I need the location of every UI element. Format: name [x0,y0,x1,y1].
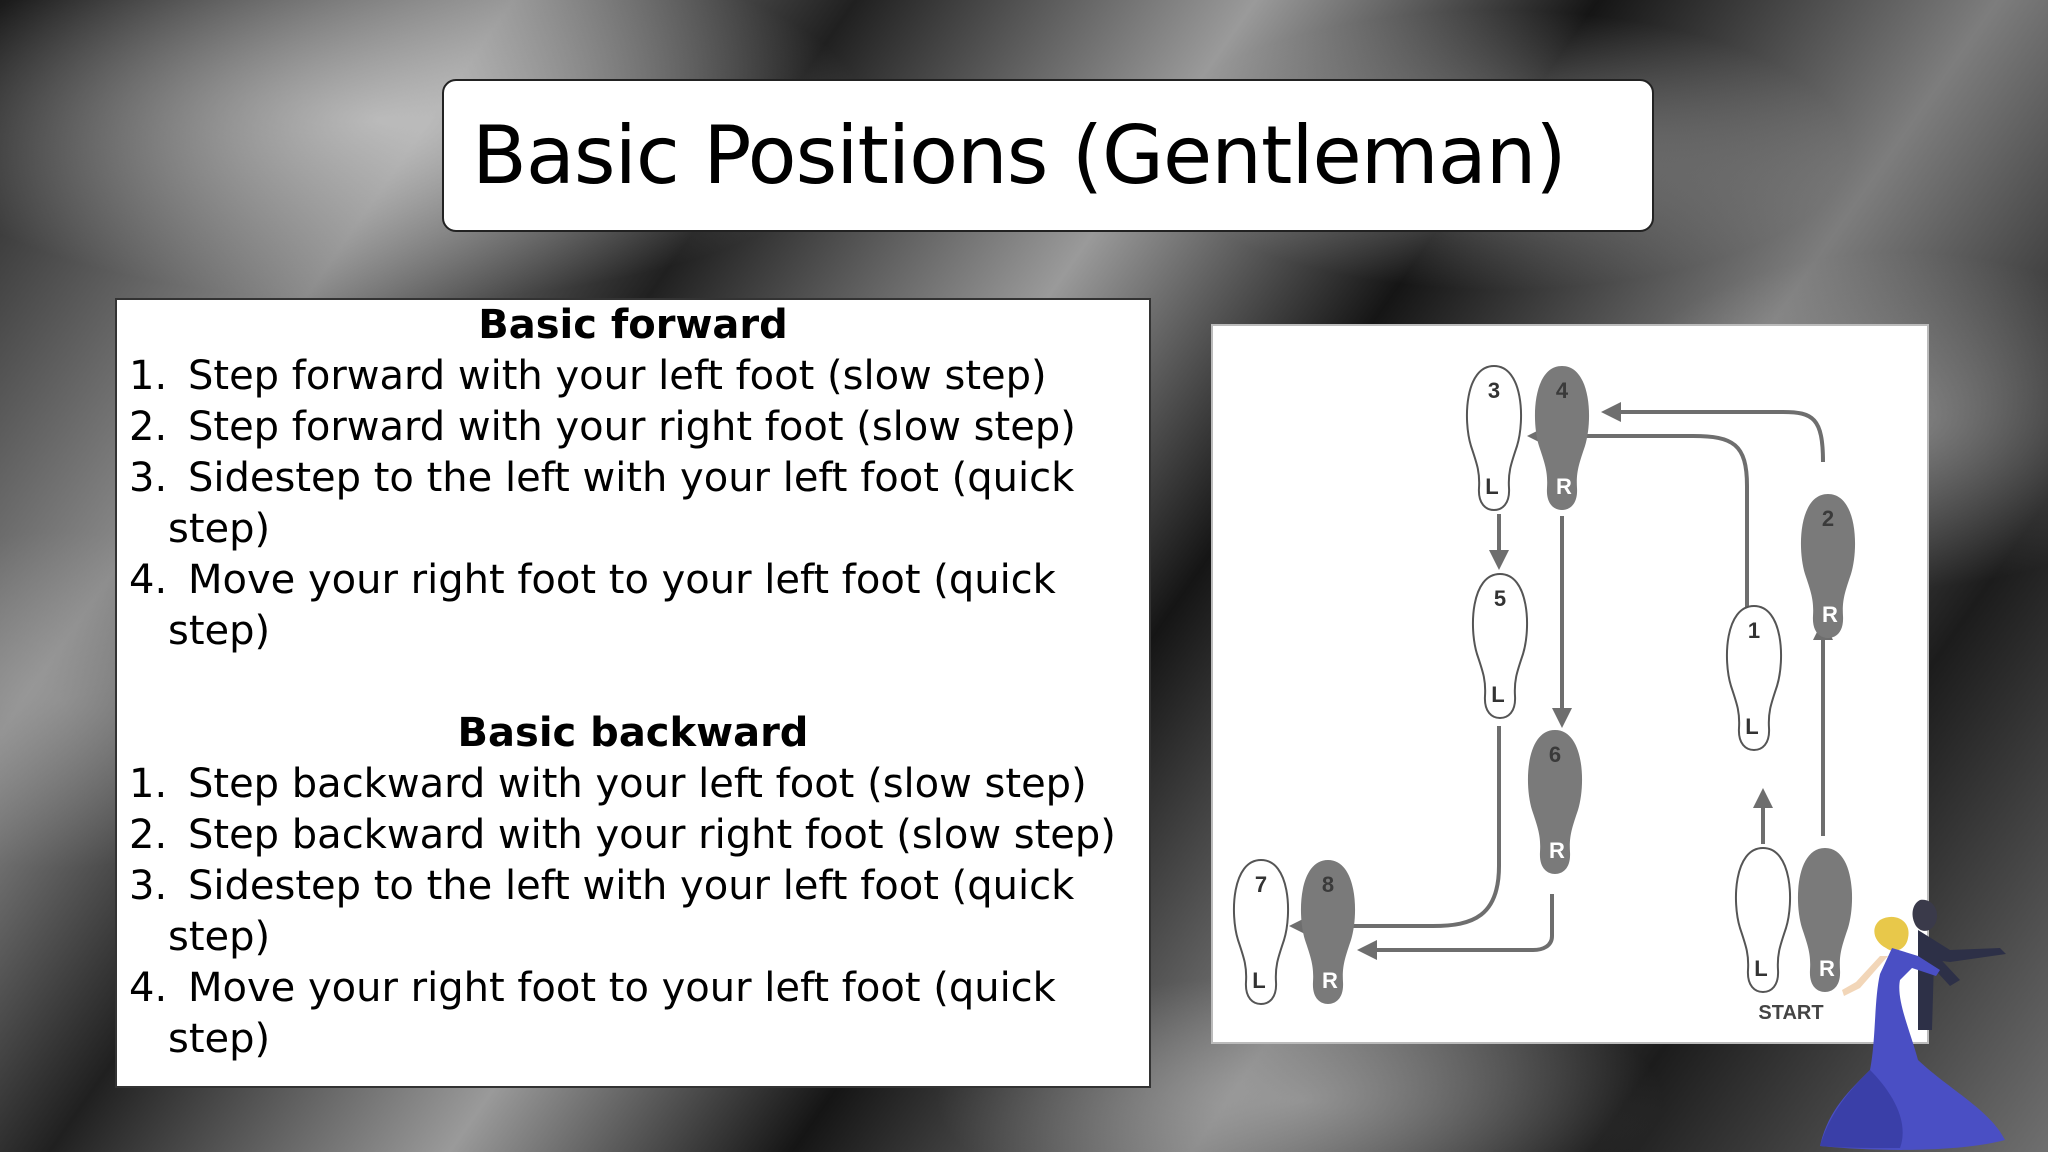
footprint-side-label: L [1491,682,1504,707]
step-arrow [1527,426,1749,622]
step-text: Step forward with your right foot (slow … [188,404,1076,450]
footprint-7: 7L [1233,858,1289,1006]
forward-steps-list: 1. Step forward with your left foot (slo… [117,351,1149,657]
step-arrow [1289,726,1501,936]
step-number: 4. [129,965,168,1011]
footprint-side-label: R [1822,602,1838,627]
footprint-shape [1534,366,1590,510]
step-text-block: Move your right foot to your left foot (… [168,555,1149,657]
instructions-panel: Basic forward 1. Step forward with your … [115,298,1151,1088]
footprint-shape [1797,848,1853,992]
backward-step: 1. Step backward with your left foot (sl… [129,759,1149,810]
step-text: Sidestep to the left with your left foot… [188,455,1075,501]
backward-step: 3. Sidestep to the left with your left f… [129,861,1149,963]
step-text-block: Sidestep to the left with your left foot… [168,861,1149,963]
section-spacer [117,657,1149,708]
forward-step: 4. Move your right foot to your left foo… [129,555,1149,657]
footprint-3: 3L [1466,364,1522,512]
forward-step: 2. Step forward with your right foot (sl… [129,402,1149,453]
footprint-shape [1233,858,1289,1006]
footprint-shape [1300,860,1356,1004]
footprint-6: 6R [1527,730,1583,874]
step-text: Move your right foot to your left foot (… [188,965,1056,1011]
forward-step: 1. Step forward with your left foot (slo… [129,351,1149,402]
footprint-shape [1466,364,1522,512]
footprint-2: 2R [1800,494,1856,638]
footprint-number: 7 [1255,872,1267,897]
footprint-side-label: L [1252,968,1265,993]
step-arrow [1357,894,1554,960]
footprint-shape [1472,572,1528,720]
footprint-number: 8 [1322,872,1334,897]
step-number: 1. [129,353,168,399]
title-box: Basic Positions (Gentleman) [442,79,1654,232]
footprint-shape [1800,494,1856,638]
footprint-side-label: R [1322,968,1338,993]
step-number: 3. [129,863,168,909]
step-number: 2. [129,404,168,450]
backward-step: 4. Move your right foot to your left foo… [129,963,1149,1065]
footprint-1: 1L [1726,604,1782,752]
step-text: Sidestep to the left with your left foot… [188,863,1075,909]
footprint-side-label: L [1745,714,1758,739]
step-text: Step forward with your left foot (slow s… [188,353,1047,399]
forward-step: 3. Sidestep to the left with your left f… [129,453,1149,555]
backward-step: 2. Step backward with your right foot (s… [129,810,1149,861]
footprint-side-label: L [1485,474,1498,499]
backward-heading: Basic backward [457,710,809,756]
forward-heading: Basic forward [478,302,788,348]
footprint-shape [1527,730,1583,874]
arrows-group [1289,402,1833,960]
footprint-side-label: L [1754,956,1767,981]
footprint-number: 1 [1748,618,1760,643]
step-text: Step backward with your left foot (slow … [188,761,1087,807]
footprint-start-l: L [1735,846,1791,994]
footprint-5: 5L [1472,572,1528,720]
step-text-block: Sidestep to the left with your left foot… [168,453,1149,555]
step-text-continued: step) [168,1016,271,1062]
step-text-continued: step) [168,608,271,654]
step-text: Move your right foot to your left foot (… [188,557,1056,603]
footprint-number: 3 [1488,378,1500,403]
backward-steps-list: 1. Step backward with your left foot (sl… [117,759,1149,1065]
footprint-4: 4R [1534,366,1590,510]
step-text-block: Move your right foot to your left foot (… [168,963,1149,1065]
step-arrow [1601,402,1825,463]
footprint-shape [1726,604,1782,752]
footprint-shape [1735,846,1791,994]
step-number: 3. [129,455,168,501]
footprint-8: 8R [1300,860,1356,1004]
footprint-side-label: R [1556,474,1572,499]
step-text: Step backward with your right foot (slow… [188,812,1116,858]
footprint-start-r: R [1797,848,1853,992]
footprint-number: 2 [1822,506,1834,531]
footprint-number: 6 [1549,742,1561,767]
step-number: 4. [129,557,168,603]
footprint-number: 5 [1494,586,1506,611]
step-text-continued: step) [168,506,271,552]
ballroom-dancers-illustration [1820,899,2006,1150]
step-text-continued: step) [168,914,271,960]
start-label: START [1758,1002,1823,1024]
step-number: 2. [129,812,168,858]
footprint-number: 4 [1556,378,1569,403]
step-number: 1. [129,761,168,807]
footprint-side-label: R [1549,838,1565,863]
slide-title: Basic Positions (Gentleman) [472,109,1567,202]
footprint-side-label: R [1819,956,1835,981]
